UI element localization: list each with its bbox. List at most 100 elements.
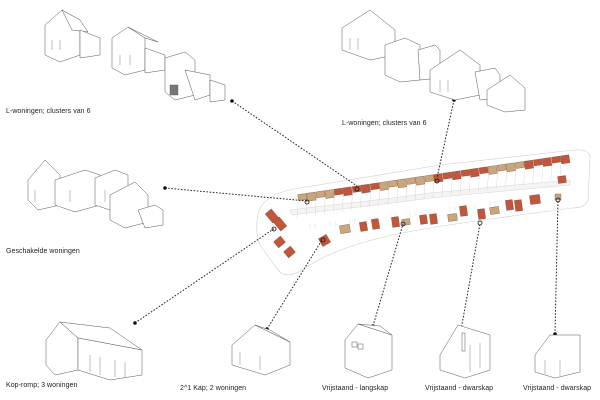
- plot-line: [532, 167, 534, 184]
- building-block-south: [419, 214, 428, 225]
- building-block-north: [333, 187, 344, 196]
- house-illustration-geschakelde: [27, 159, 164, 229]
- building-block-south: [505, 199, 514, 211]
- building-block-south: [489, 206, 500, 215]
- building-block-north: [388, 179, 398, 188]
- plot-line: [351, 193, 353, 211]
- building-block-north: [378, 181, 389, 191]
- plot-line: [550, 164, 553, 181]
- building-block-north: [451, 170, 462, 181]
- building-block-south: [283, 245, 296, 259]
- building-block-south: [391, 216, 400, 228]
- building-block-north: [551, 155, 561, 164]
- house-illustration-vrijstaand-dwarskap-2: [534, 334, 581, 379]
- building-blocks: [264, 154, 571, 259]
- building-block-south: [272, 216, 288, 232]
- building-block-north: [424, 174, 434, 183]
- house-illustration-twee-een-kap: [231, 324, 291, 376]
- label-kop-romp: Kop-romp; 3 woningen: [6, 382, 78, 389]
- marker-twee-een-kap: [320, 237, 326, 243]
- building-block-north: [360, 183, 371, 194]
- label-vrijstaand-langskap: Vrijstaand - langskap: [322, 385, 389, 392]
- plot-line: [342, 195, 344, 212]
- leader-dot: [133, 321, 137, 325]
- building-block-north: [415, 175, 426, 186]
- plot-line: [360, 192, 362, 209]
- building-block-north: [297, 193, 308, 201]
- building-block-north: [478, 166, 489, 175]
- building-block-north: [542, 157, 552, 167]
- building-block-north: [369, 182, 380, 191]
- plot-line: [333, 196, 335, 213]
- leader-kop-romp: [134, 227, 276, 324]
- building-block-south: [429, 213, 438, 225]
- leader-dot: [230, 99, 234, 103]
- site-boundary: [256, 149, 591, 276]
- plot-lines: [296, 163, 562, 229]
- plot-line: [324, 197, 326, 215]
- plot-line: [505, 171, 507, 188]
- plot-line: [296, 201, 299, 219]
- building-block-north: [496, 163, 507, 172]
- street: [289, 179, 571, 216]
- building-block-north: [342, 186, 353, 197]
- label-geschakelde: Geschakelde woningen: [6, 248, 80, 255]
- leader-twee-een-kap: [266, 239, 323, 330]
- building-block-south: [359, 221, 368, 232]
- house-illustration-l-woningen-right: [341, 9, 526, 113]
- leader-l-woningen-right: [436, 99, 455, 179]
- building-block-north: [533, 158, 543, 167]
- building-block-north: [406, 177, 416, 185]
- plot-line: [378, 189, 380, 207]
- building-block-north: [487, 165, 498, 175]
- plot-line: [305, 200, 308, 217]
- building-block-north: [397, 178, 407, 189]
- plot-line: [423, 183, 426, 200]
- building-block-south: [371, 218, 380, 230]
- marker-vrijstaand-dwarskap-2: [555, 197, 561, 203]
- building-block-south: [557, 175, 567, 184]
- plot-line: [450, 179, 453, 196]
- building-block-north: [315, 190, 326, 199]
- building-block-south: [529, 194, 541, 205]
- marker-kop-romp: [271, 226, 277, 232]
- building-block-north: [505, 162, 516, 173]
- leader-vrijstaand-dwarskap-2: [554, 199, 559, 335]
- building-block-north: [469, 167, 480, 178]
- plot-line: [369, 191, 371, 208]
- label-vrijstaand-dwarskap-1: Vrijstaand - dwarskap: [425, 385, 494, 392]
- building-block-north: [460, 169, 471, 177]
- building-block-north: [560, 154, 571, 165]
- marker-vrijstaand-langskap: [400, 221, 406, 227]
- marker-l-woningen-right: [434, 178, 440, 184]
- plot-line: [460, 177, 462, 195]
- label-l-woningen-right: L-woningen; clusters van 6: [342, 120, 427, 127]
- plot-line: [523, 168, 525, 185]
- house-illustration-vrijstaand-dwarskap-1: [439, 324, 491, 379]
- plot-line: [432, 181, 435, 199]
- marker-l-woningen-left: [354, 186, 360, 192]
- building-block-south: [339, 224, 351, 234]
- plot-line: [314, 199, 317, 216]
- label-vrijstaand-dwarskap-2: Vrijstaand - dwarskap: [523, 385, 592, 392]
- plot-line: [487, 173, 489, 191]
- plot-line: [405, 185, 407, 203]
- site-plan: [256, 149, 591, 276]
- building-block-south: [459, 205, 468, 217]
- plot-line: [414, 184, 417, 201]
- label-twee-een-kap: 2^1 Kap; 2 woningen: [180, 385, 247, 392]
- building-block-north: [442, 171, 453, 180]
- leader-vrijstaand-dwarskap-1: [460, 223, 481, 331]
- building-block-south: [273, 235, 286, 249]
- building-block-south: [318, 234, 331, 247]
- label-l-woningen-left: L-woningen; clusters van 6: [6, 108, 91, 115]
- plot-line: [441, 180, 444, 197]
- leader-vrijstaand-langskap: [372, 223, 404, 327]
- plot-line: [387, 188, 389, 205]
- building-block-north: [515, 161, 525, 169]
- house-illustration-kop-romp: [45, 321, 143, 381]
- plot-line: [514, 169, 516, 187]
- leader-geschakelde: [164, 187, 308, 202]
- building-block-north: [351, 185, 362, 193]
